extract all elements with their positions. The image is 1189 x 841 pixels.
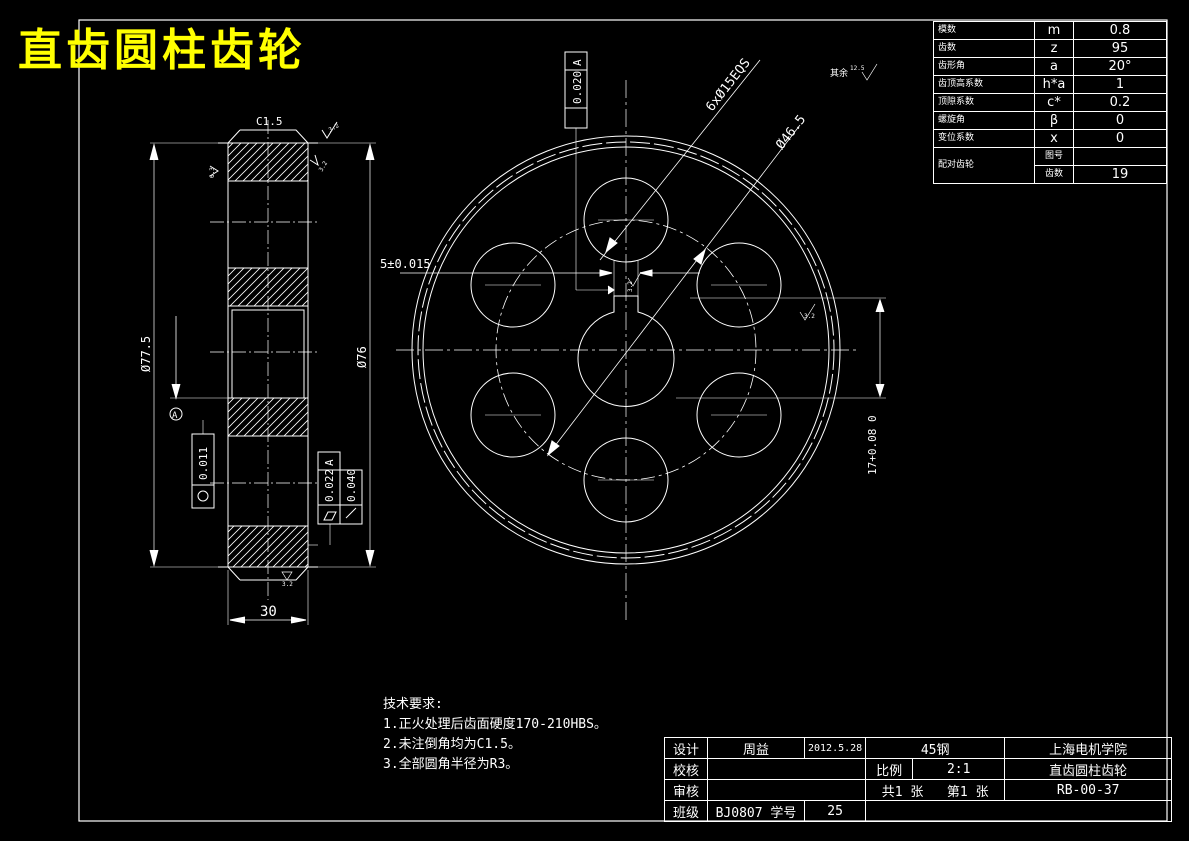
param-row: 齿数 z 95 xyxy=(933,39,1167,58)
roughness-bottom: 3.2 xyxy=(282,581,293,588)
param-symbol: x xyxy=(1034,129,1074,148)
param-value: 95 xyxy=(1073,39,1167,58)
param-row: 螺旋角 β 0 xyxy=(933,111,1167,130)
mating-teeth-label: 齿数 xyxy=(1034,165,1074,184)
parallel-value: 0.020 xyxy=(571,71,584,104)
datum-symbol: A xyxy=(172,411,178,421)
roughness-side: 6.3 xyxy=(209,167,216,178)
param-symbol: c* xyxy=(1034,93,1074,112)
param-value: 0 xyxy=(1073,111,1167,130)
outer-dia-label: Ø77.5 xyxy=(139,336,153,372)
check-label: 校核 xyxy=(664,758,708,780)
drawing-number: RB-00-37 xyxy=(1004,779,1173,801)
sheet-info: 共1 张 第1 张 xyxy=(865,779,1006,801)
rest-finish-label: 其余 xyxy=(830,67,848,79)
student-no-value: 25 xyxy=(803,800,867,822)
material: 45钢 xyxy=(865,737,1006,759)
class-info: BJ0807 学号 xyxy=(707,800,805,822)
holes-label: 6xØ15EQS xyxy=(703,56,753,115)
class-label: 班级 xyxy=(664,800,708,822)
design-date: 2012.5.28 xyxy=(803,737,867,759)
designer-name: 周益 xyxy=(707,737,805,759)
section-view xyxy=(149,120,376,625)
mating-drawing-no-value xyxy=(1073,147,1167,166)
root-dia-label: Ø76 xyxy=(355,346,369,368)
check-value xyxy=(706,758,867,780)
param-name: 螺旋角 xyxy=(933,111,1035,130)
key-depth-label: 17+0.08 0 xyxy=(866,415,879,475)
review-label: 审核 xyxy=(664,779,708,801)
param-name: 模数 xyxy=(933,21,1035,40)
param-name: 齿顶高系数 xyxy=(933,75,1035,94)
rest-roughness: 12.5 xyxy=(850,65,865,72)
tech-item: 2.未注倒角均为C1.5。 xyxy=(383,737,521,752)
technical-requirements: 技术要求: 1.正火处理后齿面硬度170-210HBS。 2.未注倒角均为C1.… xyxy=(383,695,607,775)
pcd-label: Ø46.5 xyxy=(773,112,809,152)
body-roughness: 3.2 xyxy=(804,313,815,320)
total-sheets: 共1 张 xyxy=(881,784,924,800)
flatness-value: 0.022 xyxy=(323,469,336,502)
parallel-datum: A xyxy=(571,59,584,66)
param-name: 齿形角 xyxy=(933,57,1035,76)
scale-label: 比例 xyxy=(865,758,914,780)
roughness-inner: 3.2 xyxy=(318,160,330,173)
param-symbol: h*a xyxy=(1034,75,1074,94)
param-row: 齿形角 a 20° xyxy=(933,57,1167,76)
drawing-title: 直齿圆柱齿轮 xyxy=(18,25,306,76)
drawing-border xyxy=(78,19,1168,822)
part-name: 直齿圆柱齿轮 xyxy=(1004,758,1173,780)
param-name: 顶隙系数 xyxy=(933,93,1035,112)
tech-item: 1.正火处理后齿面硬度170-210HBS。 xyxy=(383,717,607,732)
keyway-roughness: 3.2 xyxy=(627,281,634,292)
param-name: 齿数 xyxy=(933,39,1035,58)
param-symbol: a xyxy=(1034,57,1074,76)
param-symbol: m xyxy=(1034,21,1074,40)
param-value: 1 xyxy=(1073,75,1167,94)
title-block: 设计 周益 2012.5.28 45钢 上海电机学院 校核 比例 2:1 直齿圆… xyxy=(664,737,1173,822)
keyway-label: 5±0.015 xyxy=(380,257,431,271)
mating-teeth-value: 19 xyxy=(1073,165,1167,184)
mating-gear-row: 齿数 19 xyxy=(934,165,1167,184)
flatness-datum: A xyxy=(323,459,336,466)
param-value: 20° xyxy=(1073,57,1167,76)
param-row: 齿顶高系数 h*a 1 xyxy=(933,75,1167,94)
blank-cell xyxy=(865,800,1173,822)
gear-parameter-table: 模数 m 0.8 齿数 z 95 齿形角 a 20° 齿顶高系数 h*a 1 顶… xyxy=(933,21,1167,184)
runout-value: 0.040 xyxy=(345,469,358,502)
chamfer-label: C1.5 xyxy=(256,115,283,128)
param-value: 0.8 xyxy=(1073,21,1167,40)
mating-gear-label: 配对齿轮 xyxy=(933,147,1035,184)
scale-value: 2:1 xyxy=(912,758,1006,780)
tech-item: 3.全部圆角半径为R3。 xyxy=(383,757,519,772)
review-value xyxy=(706,779,867,801)
circularity-value: 0.011 xyxy=(197,447,210,480)
front-view xyxy=(396,51,886,620)
param-row: 顶隙系数 c* 0.2 xyxy=(933,93,1167,112)
param-value: 0.2 xyxy=(1073,93,1167,112)
param-symbol: β xyxy=(1034,111,1074,130)
param-name: 变位系数 xyxy=(933,129,1035,148)
design-label: 设计 xyxy=(664,737,708,759)
roughness-top: 3.2 xyxy=(328,122,341,134)
mating-drawing-no-label: 图号 xyxy=(1034,147,1074,166)
student-no-label: 学号 xyxy=(770,805,797,821)
tech-heading: 技术要求: xyxy=(383,697,443,712)
school-name: 上海电机学院 xyxy=(1004,737,1173,759)
mating-gear-row: 配对齿轮 图号 xyxy=(933,147,1167,184)
param-symbol: z xyxy=(1034,39,1074,58)
param-row: 变位系数 x 0 xyxy=(933,129,1167,148)
width-label: 30 xyxy=(260,604,277,620)
param-value: 0 xyxy=(1073,129,1167,148)
sheet-number: 第1 张 xyxy=(946,784,989,800)
param-row: 模数 m 0.8 xyxy=(933,21,1167,40)
class-value: BJ0807 xyxy=(715,805,763,821)
